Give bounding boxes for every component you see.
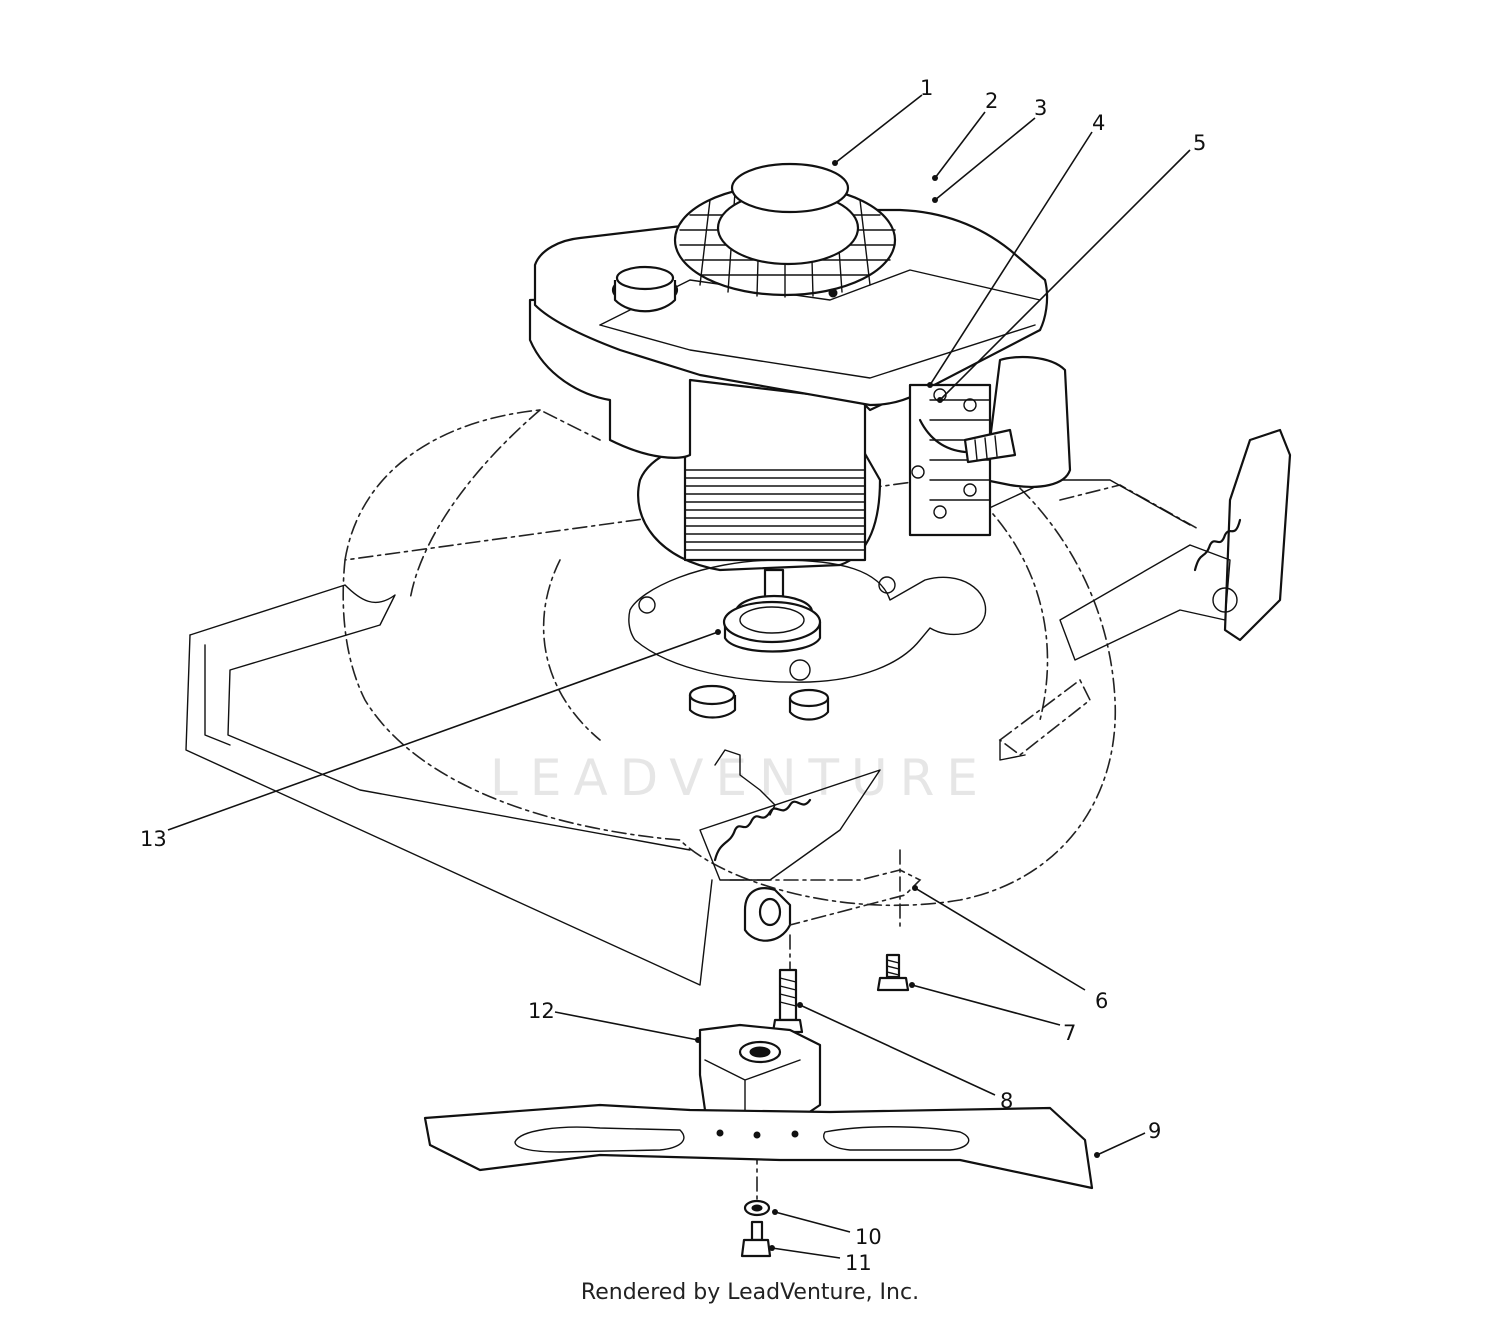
callout-9: 9	[1148, 1119, 1161, 1143]
render-credit: Rendered by LeadVenture, Inc.	[580, 1280, 920, 1305]
callout-13: 13	[140, 827, 167, 851]
bolt-8	[771, 968, 804, 1034]
washer	[743, 1199, 771, 1217]
callout-5: 5	[1193, 131, 1206, 155]
callout-1: 1	[920, 76, 933, 100]
engine	[528, 162, 1072, 721]
pulley	[722, 600, 822, 653]
callout-2: 2	[985, 89, 998, 113]
blade-adapter	[698, 1023, 822, 1127]
callout-11: 11	[845, 1251, 872, 1275]
callout-6: 6	[1095, 989, 1108, 1013]
callout-12: 12	[528, 999, 555, 1023]
bolt-7	[876, 953, 910, 992]
mower-blade	[423, 1103, 1094, 1190]
callout-10: 10	[855, 1225, 882, 1249]
mower-deck	[185, 409, 1292, 1201]
callout-8: 8	[1000, 1089, 1013, 1113]
callout-numbers: 1 2 3 4 5 6 7 8 9 10 11 12 13	[140, 76, 1206, 1275]
callout-3: 3	[1034, 96, 1047, 120]
cooling-fins	[684, 469, 866, 551]
callout-7: 7	[1063, 1021, 1076, 1045]
watermark-text: LEADVENTURE	[490, 749, 990, 807]
leader-lines	[167, 94, 1191, 1259]
blade-bolt	[740, 1220, 772, 1258]
blade-assembly	[423, 953, 1094, 1258]
callout-4: 4	[1092, 111, 1105, 135]
